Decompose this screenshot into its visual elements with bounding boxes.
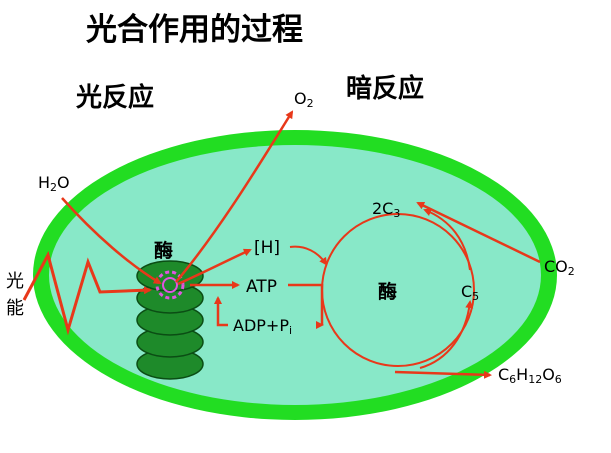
hydrogen-to-cycle-arrow — [289, 245, 328, 266]
water-main: H — [38, 173, 50, 192]
enzyme-dark-label: 酶 — [378, 280, 397, 303]
co2-arrow — [416, 201, 541, 264]
glucose-h: H — [516, 365, 528, 384]
chloroplast-stroma — [49, 145, 541, 405]
c5-main: C — [461, 282, 472, 301]
c3-label: 2C3 — [372, 199, 400, 220]
water-arrow — [61, 197, 162, 285]
c5-label: C5 — [461, 282, 479, 303]
oxygen-arrow — [175, 110, 294, 283]
cycle-to-c5-arrow — [419, 300, 474, 369]
oxygen-subscript: 2 — [307, 97, 314, 110]
page-title: 光合作用的过程 — [86, 12, 303, 48]
water-label: H2O — [38, 173, 70, 194]
oxygen-main: O — [294, 89, 307, 108]
glucose-h-subscript: 12 — [528, 373, 542, 386]
c5-subscript: 5 — [472, 290, 479, 303]
water-subscript: 2 — [50, 181, 57, 194]
glucose-c-subscript: 6 — [509, 373, 516, 386]
adp-pi-subscript: i — [289, 324, 292, 337]
pigment-star-icon — [155, 270, 185, 300]
hydrogen-label: [H] — [254, 238, 280, 258]
glucose-o-subscript: 6 — [555, 373, 562, 386]
adp-pi-main: ADP+P — [233, 316, 289, 335]
light-reaction-heading: 光反应 — [75, 82, 154, 113]
atp-label: ATP — [246, 277, 277, 297]
light-energy-label-1: 光 — [6, 271, 24, 292]
c5-to-c3-arrow — [423, 208, 471, 271]
light-energy-label-2: 能 — [6, 298, 24, 319]
adp-pi-label: ADP+Pi — [233, 316, 292, 337]
water-tail: O — [57, 173, 70, 192]
glucose-o: O — [542, 365, 555, 384]
enzyme-light-label: 酶 — [154, 239, 173, 262]
calvin-cycle — [321, 213, 475, 367]
oxygen-label: O2 — [294, 89, 314, 110]
glucose-c: C — [498, 365, 509, 384]
glucose-arrow — [394, 370, 492, 379]
c3-main: 2C — [372, 199, 393, 218]
hydrogen-arrow — [177, 248, 252, 286]
co2-subscript: 2 — [568, 265, 575, 278]
light-energy-wave — [22, 250, 152, 336]
adp-return-arrow — [214, 296, 228, 327]
co2-label: CO2 — [544, 257, 575, 278]
dark-reaction-heading: 暗反应 — [346, 73, 424, 104]
c3-subscript: 3 — [393, 207, 400, 220]
glucose-label: C6H12O6 — [498, 365, 562, 386]
co2-main: CO — [544, 257, 568, 276]
